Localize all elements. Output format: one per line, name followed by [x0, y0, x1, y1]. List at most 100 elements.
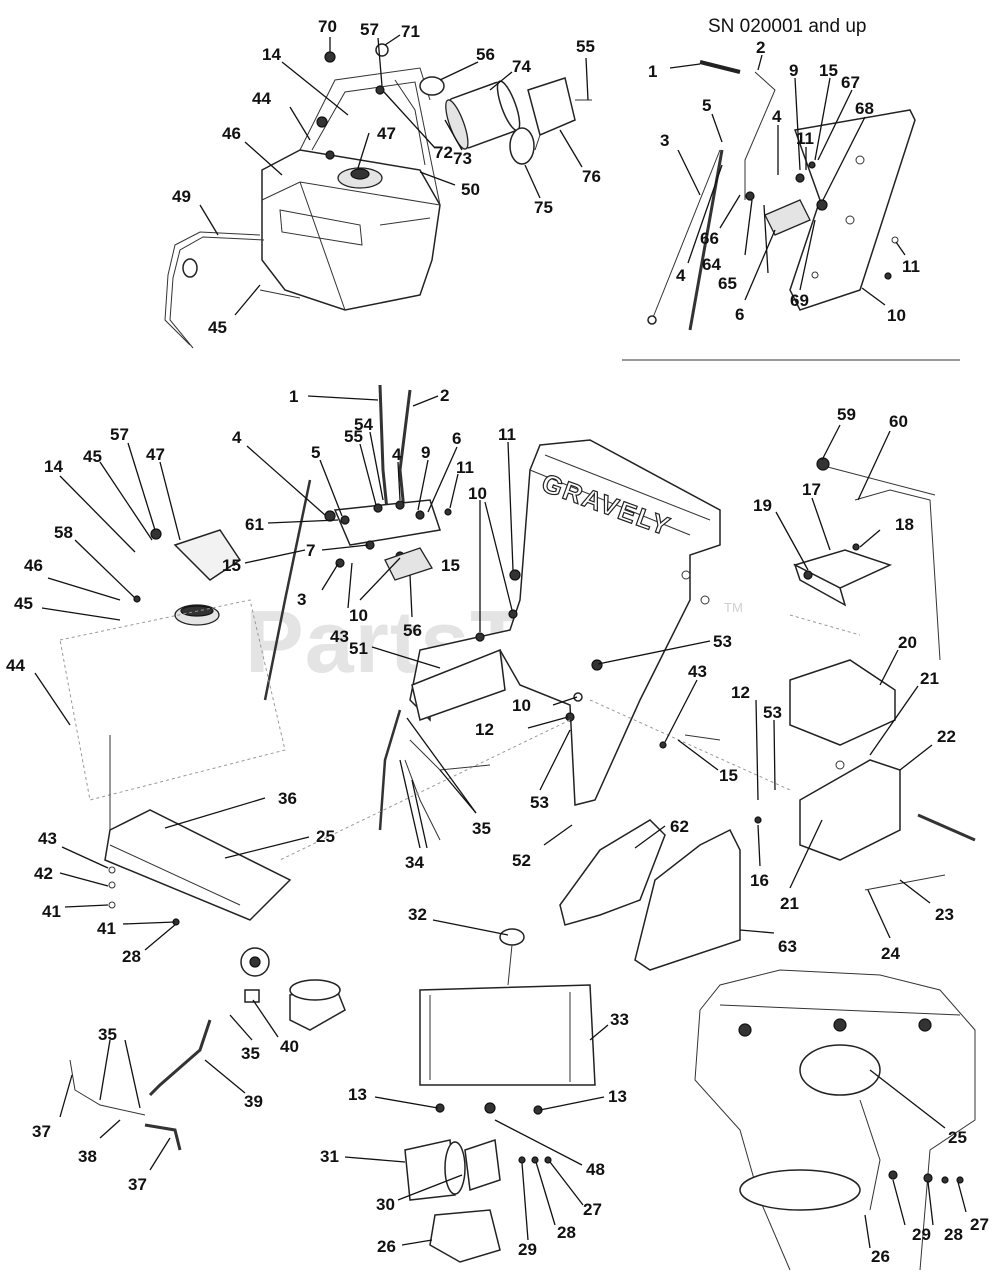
callout: 1	[289, 387, 298, 406]
callout: 9	[789, 61, 798, 80]
callout: 9	[421, 443, 430, 462]
control-linkage-assembly	[263, 384, 452, 701]
callout: 21	[780, 894, 799, 913]
callout: 45	[208, 318, 227, 337]
callout: 43	[688, 662, 707, 681]
callout: 22	[937, 727, 956, 746]
callout-labels: 70 57 71 14 56 74 55 44 47 72 73 46 76 5…	[6, 17, 989, 1266]
callout: 43	[38, 829, 57, 848]
callout: 40	[280, 1037, 299, 1056]
callout: 6	[452, 429, 461, 448]
callout: 47	[146, 445, 165, 464]
callout: 5	[702, 96, 711, 115]
callout: 2	[756, 38, 765, 57]
inset-title: SN 020001 and up	[708, 16, 866, 37]
callout: 17	[802, 480, 821, 499]
callout: 11	[796, 129, 814, 148]
callout: 7	[306, 541, 315, 560]
callout: 27	[583, 1200, 602, 1219]
callout: 75	[534, 198, 553, 217]
callout: 20	[898, 633, 917, 652]
callout: 13	[608, 1087, 627, 1106]
callout: 46	[24, 556, 43, 575]
callout: 42	[34, 864, 53, 883]
callout: 37	[128, 1175, 147, 1194]
callout: 3	[297, 590, 306, 609]
callout: 37	[32, 1122, 51, 1141]
callout: 4	[676, 266, 686, 285]
callout: 26	[871, 1247, 890, 1266]
main-fuel-tank	[59, 528, 346, 1151]
callout: 54	[354, 415, 373, 434]
callout: 76	[582, 167, 601, 186]
callout: 4	[392, 445, 402, 464]
callout: 10	[468, 484, 487, 503]
callout: 14	[262, 45, 281, 64]
callout: 49	[172, 187, 191, 206]
callout: 50	[461, 180, 480, 199]
callout: 55	[344, 427, 363, 446]
callout: 57	[360, 20, 379, 39]
callout: 46	[222, 124, 241, 143]
callout: 25	[948, 1128, 967, 1147]
callout: 30	[376, 1195, 395, 1214]
callout: 47	[377, 124, 396, 143]
fuel-tank-assembly	[164, 43, 592, 349]
callout: 29	[912, 1225, 931, 1244]
callout: 26	[377, 1237, 396, 1256]
callout: 1	[648, 62, 657, 81]
callout: 69	[790, 291, 809, 310]
callout: 41	[97, 919, 116, 938]
callout: 15	[441, 556, 460, 575]
callout: 31	[320, 1147, 339, 1166]
callout: 15	[819, 61, 838, 80]
callout: 12	[731, 683, 750, 702]
callout: 24	[881, 944, 900, 963]
callout: 10	[512, 696, 531, 715]
callout: 72	[434, 143, 453, 162]
callout: 51	[349, 639, 368, 658]
callout: 41	[42, 902, 61, 921]
reservoir-assembly	[404, 928, 596, 1263]
callout: 11	[902, 257, 920, 276]
callout: 5	[311, 443, 320, 462]
callout: 29	[518, 1240, 537, 1259]
callout: 28	[557, 1223, 576, 1242]
callout: 36	[278, 789, 297, 808]
callout: 33	[610, 1010, 629, 1029]
leader-lines	[34, 34, 967, 1249]
callout: 65	[718, 274, 737, 293]
callout: 21	[920, 669, 939, 688]
callout: 35	[472, 819, 491, 838]
callout: 15	[719, 766, 738, 785]
callout: 73	[453, 149, 472, 168]
callout: 70	[318, 17, 337, 36]
callout: 63	[778, 937, 797, 956]
callout: 68	[855, 99, 874, 118]
callout: 4	[232, 428, 242, 447]
callout: 15	[222, 556, 241, 575]
callout: 43	[330, 627, 349, 646]
callout: 45	[14, 594, 33, 613]
callout: 45	[83, 447, 102, 466]
callout: 19	[753, 496, 772, 515]
callout: 35	[98, 1025, 117, 1044]
callout: 25	[316, 827, 335, 846]
callout: 53	[530, 793, 549, 812]
callout: 57	[110, 425, 129, 444]
callout: 32	[408, 905, 427, 924]
callout: 52	[512, 851, 531, 870]
callout: 34	[405, 853, 424, 872]
callout: 28	[944, 1225, 963, 1244]
callout: 2	[440, 386, 449, 405]
console-frame: GRAVELY	[279, 439, 791, 861]
callout: 48	[586, 1160, 605, 1179]
callout: 13	[348, 1085, 367, 1104]
callout: 64	[702, 255, 721, 274]
callout: 59	[837, 405, 856, 424]
callout: 38	[78, 1147, 97, 1166]
callout: 62	[670, 817, 689, 836]
callout: 35	[241, 1044, 260, 1063]
detail-engine-view	[694, 969, 976, 1271]
